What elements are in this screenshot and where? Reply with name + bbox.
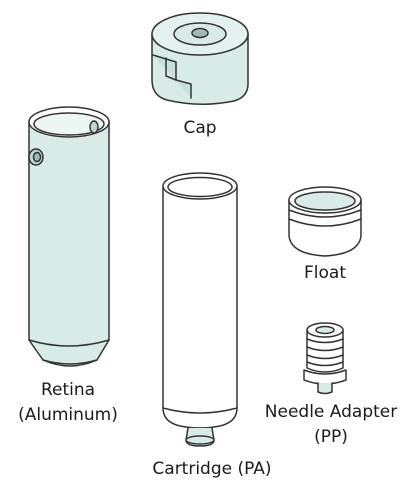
float-illustration — [288, 186, 362, 257]
cartridge-illustration — [162, 172, 238, 447]
cartridge-label: Cartridge (PA) — [152, 459, 272, 479]
cartridge-top-inner — [167, 176, 233, 198]
needle-adapter-thread-3 — [306, 354, 344, 360]
needle-adapter-label: Needle Adapter (PP) — [252, 400, 410, 450]
cartridge-base-band — [162, 407, 238, 414]
cap-notch-side — [165, 57, 177, 81]
cartridge-body — [162, 185, 238, 429]
cap-illustration — [151, 12, 249, 106]
needle-adapter-label-line1: Needle Adapter — [264, 402, 398, 422]
needle-adapter-thread-4 — [306, 361, 344, 367]
retina-label: Retina (Aluminum) — [4, 378, 132, 428]
cap-hole — [191, 27, 209, 39]
needle-adapter-label-line2: (PP) — [314, 427, 348, 447]
needle-adapter-thread-2 — [306, 346, 344, 352]
cap-label: Cap — [183, 118, 217, 138]
retina-label-line2: (Aluminum) — [18, 405, 118, 425]
float-ring-1 — [288, 209, 362, 218]
needle-adapter-flange — [303, 369, 347, 385]
needle-adapter-top-hole — [315, 325, 335, 335]
float-top-inner — [294, 191, 356, 211]
float-label: Float — [304, 263, 346, 283]
needle-adapter-illustration — [303, 322, 347, 395]
float-body — [288, 199, 362, 257]
cartridge-tip-end — [185, 435, 215, 445]
retina-top-inner — [33, 112, 105, 136]
needle-adapter-nozzle — [317, 382, 333, 395]
needle-adapter-thread-1 — [306, 338, 344, 344]
retina-side-port-inner — [32, 151, 42, 163]
retina-illustration — [28, 106, 110, 367]
float-ring-2 — [288, 218, 362, 227]
retina-taper-line — [28, 339, 110, 347]
retina-side-hole-right — [89, 120, 99, 134]
retina-label-line1: Retina — [40, 380, 96, 400]
retina-bottom — [42, 359, 98, 365]
